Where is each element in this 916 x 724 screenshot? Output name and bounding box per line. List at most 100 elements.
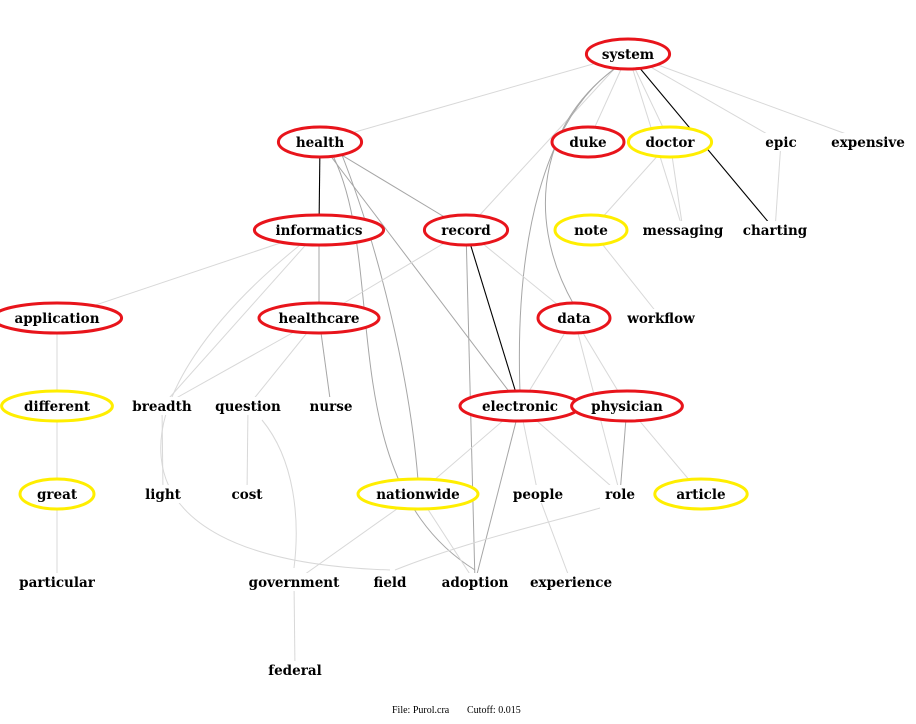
node-bg-messaging bbox=[641, 221, 725, 239]
node-ring-application bbox=[0, 301, 124, 335]
edge-informatics-application bbox=[56, 229, 320, 319]
node-label-informatics: informatics bbox=[275, 223, 362, 239]
node-label-health: health bbox=[296, 135, 345, 151]
node-ring-doctor bbox=[626, 125, 714, 159]
node-bg-cost bbox=[227, 485, 267, 503]
node-bg-charting bbox=[738, 221, 812, 239]
node-electronic: electronic bbox=[458, 389, 582, 423]
node-ring-physician bbox=[570, 389, 684, 423]
footer-cutoff-label: Cutoff: 0.015 bbox=[467, 705, 521, 716]
edge-system-health bbox=[319, 53, 629, 143]
node-role: role bbox=[600, 485, 640, 503]
node-layer: system health duke doctor epic expensive infor… bbox=[0, 37, 910, 679]
node-label-nurse: nurse bbox=[310, 399, 353, 415]
edge-question-cost bbox=[246, 405, 249, 495]
node-ring-article bbox=[653, 477, 749, 511]
node-article: article bbox=[653, 477, 749, 511]
node-ring-record bbox=[422, 213, 510, 247]
node-label-government: government bbox=[249, 575, 340, 591]
node-ring-healthcare bbox=[257, 301, 381, 335]
node-field: field bbox=[365, 573, 415, 591]
node-physician: physician bbox=[570, 389, 684, 423]
node-label-messaging: messaging bbox=[643, 223, 724, 239]
node-label-breadth: breadth bbox=[132, 399, 192, 415]
node-ring-note bbox=[553, 213, 629, 247]
node-bg-experience bbox=[525, 573, 617, 591]
node-bg-federal bbox=[262, 661, 328, 679]
footer-file-label: File: Purol.cra bbox=[392, 705, 450, 716]
node-government: government bbox=[248, 573, 340, 591]
node-label-note: note bbox=[574, 223, 608, 239]
node-label-workflow: workflow bbox=[626, 311, 695, 327]
node-label-great: great bbox=[37, 487, 78, 503]
edge-system-epic bbox=[627, 53, 782, 143]
node-label-people: people bbox=[513, 487, 563, 503]
node-ring-great bbox=[18, 477, 96, 511]
edge-role-field bbox=[394, 507, 601, 571]
edge-system-expensive bbox=[627, 53, 869, 143]
edge-electronic-adoption bbox=[474, 405, 521, 583]
node-nationwide: nationwide bbox=[356, 477, 480, 511]
node-label-light: light bbox=[145, 487, 182, 503]
node-label-duke: duke bbox=[569, 135, 606, 151]
node-label-system: system bbox=[602, 47, 654, 63]
node-breadth: breadth bbox=[129, 397, 195, 415]
edge-government-federal bbox=[293, 581, 296, 671]
node-health: health bbox=[276, 125, 364, 159]
node-label-adoption: adoption bbox=[442, 575, 509, 591]
node-bg-nurse bbox=[306, 397, 356, 415]
node-ring-data bbox=[536, 301, 612, 335]
node-bg-adoption bbox=[438, 573, 512, 591]
node-light: light bbox=[138, 485, 188, 503]
node-data: data bbox=[536, 301, 612, 335]
edge-health-adoption bbox=[329, 149, 476, 571]
node-bg-light bbox=[138, 485, 188, 503]
edge-system-data bbox=[545, 59, 629, 306]
node-duke: duke bbox=[550, 125, 626, 159]
node-nurse: nurse bbox=[306, 397, 356, 415]
node-great: great bbox=[18, 477, 96, 511]
node-label-physician: physician bbox=[591, 399, 663, 415]
node-bg-workflow bbox=[624, 309, 698, 327]
edge-informatics-breadth bbox=[161, 229, 320, 407]
node-cost: cost bbox=[227, 485, 267, 503]
node-experience: experience bbox=[525, 573, 617, 591]
node-label-record: record bbox=[441, 223, 491, 239]
node-expensive: expensive bbox=[826, 133, 910, 151]
node-label-article: article bbox=[676, 487, 725, 503]
node-ring-nationwide bbox=[356, 477, 480, 511]
node-people: people bbox=[509, 485, 567, 503]
node-label-epic: epic bbox=[765, 135, 796, 151]
node-label-experience: experience bbox=[530, 575, 612, 591]
node-record: record bbox=[422, 213, 510, 247]
edge-informatics-field bbox=[160, 244, 391, 571]
node-system: system bbox=[584, 37, 672, 71]
edge-health-electronic bbox=[319, 141, 521, 407]
edge-system-record bbox=[465, 53, 629, 231]
node-label-doctor: doctor bbox=[645, 135, 695, 151]
edge-epic-charting bbox=[774, 141, 782, 231]
node-label-cost: cost bbox=[231, 487, 263, 503]
node-workflow: workflow bbox=[624, 309, 698, 327]
node-ring-system bbox=[584, 37, 672, 71]
node-label-question: question bbox=[215, 399, 281, 415]
node-label-different: different bbox=[24, 399, 91, 415]
node-label-data: data bbox=[557, 311, 590, 327]
node-healthcare: healthcare bbox=[257, 301, 381, 335]
node-note: note bbox=[553, 213, 629, 247]
edge-breadth-light bbox=[161, 405, 164, 495]
edge-system-electronic bbox=[518, 59, 629, 393]
edge-question-government bbox=[261, 419, 297, 569]
node-ring-informatics bbox=[252, 213, 386, 247]
node-label-application: application bbox=[14, 311, 99, 327]
edge-health-nationwide bbox=[339, 149, 419, 481]
edge-record-electronic bbox=[465, 229, 521, 407]
node-doctor: doctor bbox=[626, 125, 714, 159]
node-bg-breadth bbox=[129, 397, 195, 415]
node-particular: particular bbox=[11, 573, 103, 591]
node-adoption: adoption bbox=[438, 573, 512, 591]
node-label-charting: charting bbox=[743, 223, 808, 239]
node-ring-different bbox=[0, 389, 114, 423]
node-epic: epic bbox=[761, 133, 801, 151]
